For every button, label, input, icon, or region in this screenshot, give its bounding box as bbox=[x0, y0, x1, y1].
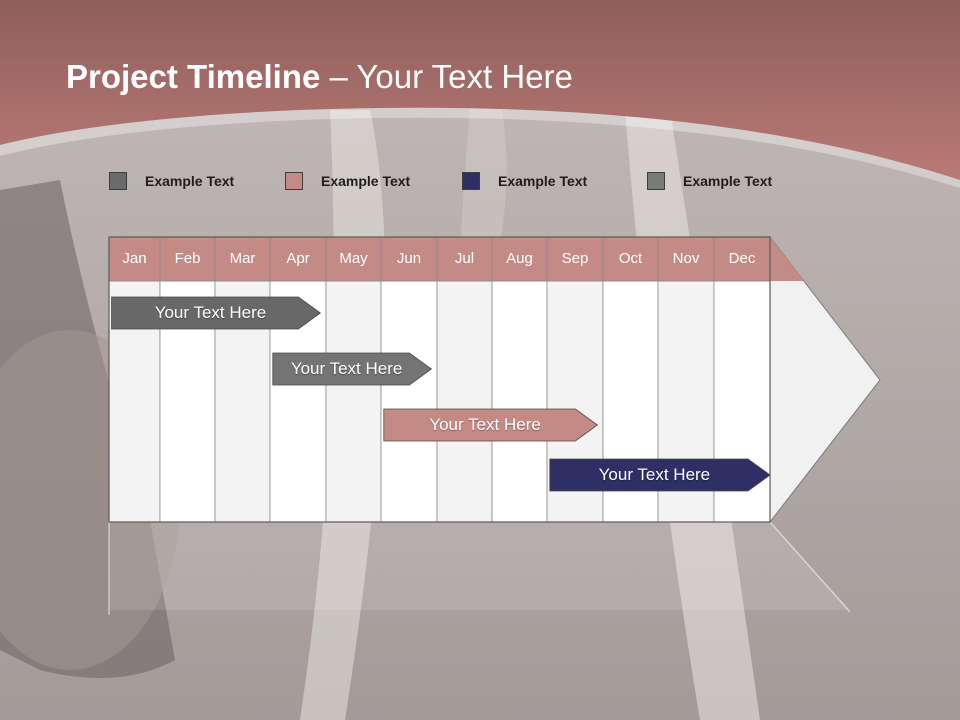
task-arrow bbox=[111, 296, 322, 330]
month-label: Jul bbox=[454, 250, 475, 267]
task-label: Your Text Here bbox=[154, 303, 267, 322]
task-label: Your Text Here bbox=[290, 359, 403, 378]
legend-swatch bbox=[462, 172, 480, 190]
month-header bbox=[159, 236, 216, 282]
month-label: May bbox=[339, 250, 368, 267]
legend-label: Example Text bbox=[683, 173, 773, 189]
legend-swatch bbox=[647, 172, 665, 190]
title-bold: Project Timeline bbox=[66, 58, 321, 95]
month-label: Jun bbox=[396, 250, 422, 267]
month-label: Feb bbox=[174, 250, 201, 267]
month-label: Apr bbox=[286, 250, 310, 267]
legend-label: Example Text bbox=[321, 173, 411, 189]
legend-item: Example Text bbox=[109, 170, 234, 192]
month-label: Nov bbox=[672, 250, 700, 267]
arrow-header-wedge bbox=[770, 237, 804, 281]
month-label: Dec bbox=[728, 250, 756, 267]
chart-reflection bbox=[109, 522, 850, 610]
month-label: Mar bbox=[229, 250, 256, 267]
reflection-edge bbox=[769, 521, 851, 613]
month-header bbox=[491, 236, 548, 282]
month-header bbox=[713, 236, 771, 282]
month-column bbox=[491, 280, 548, 523]
month-header bbox=[436, 236, 493, 282]
legend-item: Example Text bbox=[462, 170, 587, 192]
legend-item: Example Text bbox=[285, 170, 410, 192]
month-label: Jan bbox=[122, 250, 147, 267]
title-rest: – Your Text Here bbox=[320, 58, 573, 95]
slide-title: Project Timeline – Your Text Here bbox=[66, 58, 573, 96]
task-arrow bbox=[549, 458, 771, 492]
timeline-frame bbox=[108, 236, 771, 523]
month-column bbox=[380, 280, 438, 523]
legend-label: Example Text bbox=[498, 173, 588, 189]
month-header bbox=[269, 236, 327, 282]
task-arrow bbox=[272, 352, 433, 386]
month-label: Oct bbox=[618, 250, 643, 267]
month-header bbox=[602, 236, 659, 282]
legend-swatch bbox=[109, 172, 127, 190]
month-header bbox=[108, 236, 161, 282]
month-header bbox=[214, 236, 271, 282]
month-header bbox=[546, 236, 604, 282]
task-label: Your Text Here bbox=[429, 415, 541, 434]
legend-swatch bbox=[285, 172, 303, 190]
month-label: Aug bbox=[506, 250, 533, 267]
legend-label: Example Text bbox=[145, 173, 235, 189]
month-header bbox=[657, 236, 715, 282]
month-column bbox=[436, 280, 493, 523]
legend-item: Example Text bbox=[647, 170, 772, 192]
month-header bbox=[325, 236, 382, 282]
month-column bbox=[325, 280, 382, 523]
month-label: Sep bbox=[561, 250, 589, 267]
task-arrow bbox=[383, 408, 599, 442]
task-label: Your Text Here bbox=[598, 465, 711, 484]
